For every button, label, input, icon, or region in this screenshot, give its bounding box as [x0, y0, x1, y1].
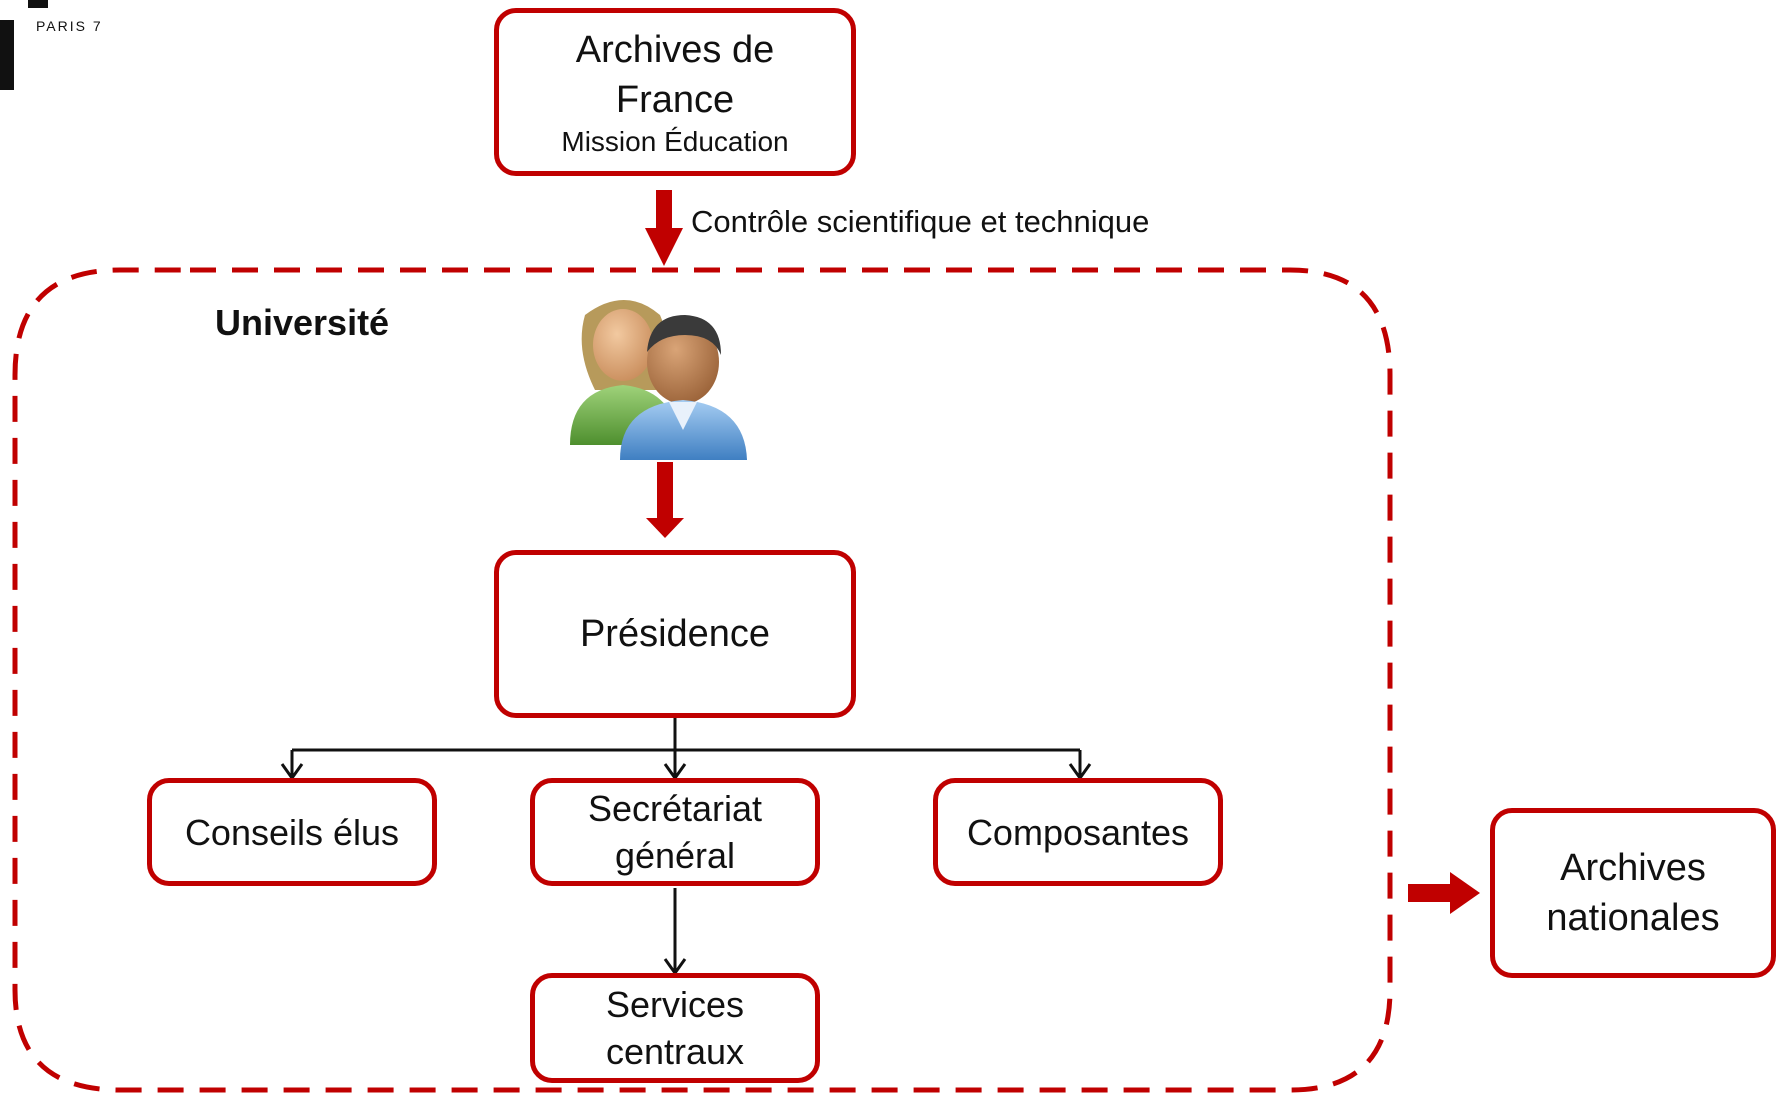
archives-nationales-line1: Archives — [1560, 847, 1706, 889]
transfer-arrow-shaft — [1408, 884, 1452, 902]
logo: PARIS 7 — [0, 0, 120, 100]
conseils-label: Conseils élus — [184, 811, 400, 853]
presidence-arrow-shaft — [657, 462, 673, 520]
composantes-box: Composantes — [933, 778, 1223, 886]
presidence-label: Présidence — [579, 613, 771, 655]
university-label: Université — [215, 302, 390, 343]
services-line2: centraux — [605, 1031, 745, 1072]
secretariat-box: Secrétariat général — [530, 778, 820, 886]
presidence-arrow-head — [646, 518, 684, 538]
services-box: Services centraux — [530, 973, 820, 1083]
control-arrow-shaft — [656, 190, 672, 230]
logo-text: PARIS 7 — [36, 18, 103, 34]
secretariat-line1: Secrétariat — [587, 788, 763, 829]
archives-de-france-box: Archives de France Mission Éducation — [494, 8, 856, 176]
logo-mark-top — [28, 0, 48, 8]
control-arrow-head — [645, 228, 683, 266]
transfer-arrow-head — [1450, 872, 1480, 914]
mission-education-label: Mission Éducation — [561, 126, 789, 157]
secretariat-line2: général — [614, 835, 736, 876]
users-icon — [565, 290, 755, 460]
services-line1: Services — [605, 984, 745, 1025]
composantes-label: Composantes — [966, 811, 1190, 853]
conseils-box: Conseils élus — [147, 778, 437, 886]
archives-nationales-line2: nationales — [1546, 897, 1720, 939]
university-boundary — [12, 267, 1393, 1093]
archives-de-france-line2: France — [615, 79, 735, 121]
presidence-box: Présidence — [494, 550, 856, 718]
control-label: Contrôle scientifique et technique — [691, 204, 1150, 239]
logo-mark — [0, 20, 14, 90]
archives-nationales-box: Archives nationales — [1490, 808, 1776, 978]
archives-de-france-line1: Archives de — [575, 29, 775, 71]
